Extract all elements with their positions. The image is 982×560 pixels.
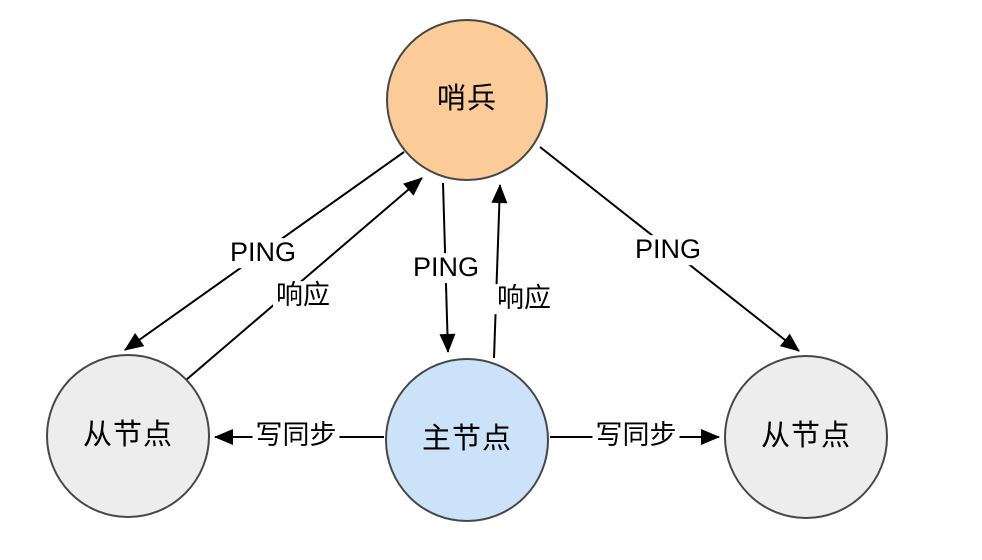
write-sync-left-edge-label: 写同步 bbox=[252, 420, 340, 451]
slave-left-node-circle bbox=[46, 354, 210, 518]
master-node-circle bbox=[385, 358, 549, 522]
edge-response-middle-arrow bbox=[491, 184, 508, 359]
write-sync-right-edge-label: 写同步 bbox=[592, 420, 680, 451]
ping-left-edge-label: PING bbox=[226, 237, 300, 268]
slave-left-node-label: 从节点 bbox=[82, 419, 174, 452]
response-left-edge-label: 响应 bbox=[273, 280, 333, 311]
ping-right-edge-label: PING bbox=[631, 234, 705, 265]
sentinel-node-label: 哨兵 bbox=[436, 83, 498, 116]
ping-middle-edge-label: PING bbox=[409, 252, 483, 283]
master-node-label: 主节点 bbox=[421, 423, 513, 456]
slave-right-node-circle bbox=[724, 355, 888, 519]
slave-right-node-label: 从节点 bbox=[760, 420, 852, 453]
response-middle-edge-label: 响应 bbox=[494, 283, 554, 314]
sentinel-node-circle bbox=[386, 19, 548, 181]
edge-response-left-arrow bbox=[185, 177, 423, 381]
